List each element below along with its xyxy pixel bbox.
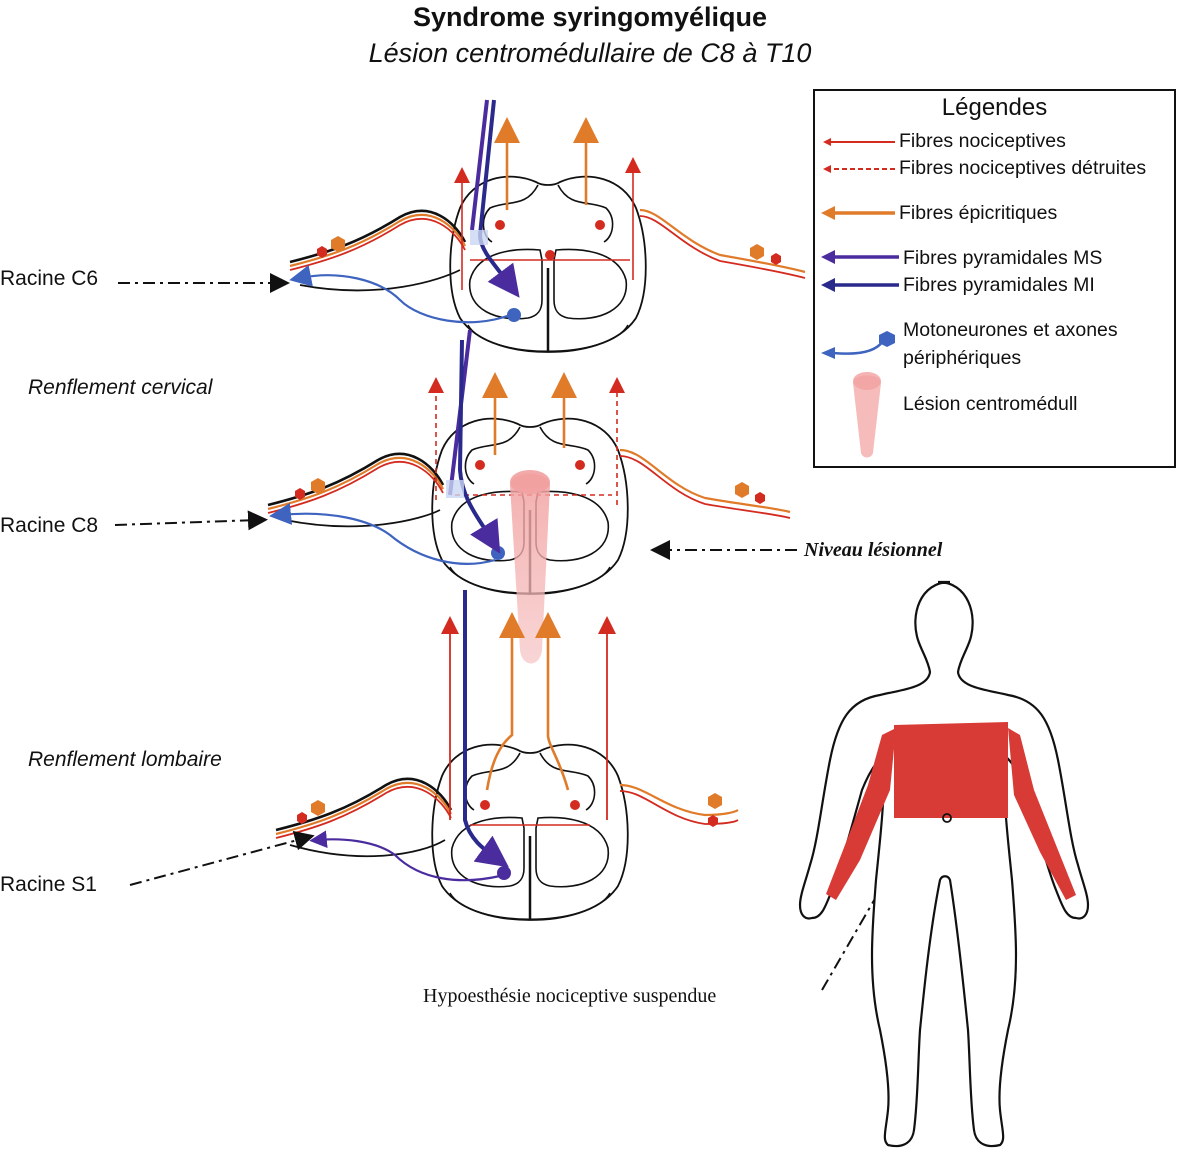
label-hypoesthesie: Hypoesthésie nociceptive suspendue	[423, 985, 717, 1007]
label-racine-s1: Racine S1	[0, 873, 97, 896]
legend-box: Légendes Fibres nociceptives Fibres noci…	[813, 89, 1176, 468]
cord-section-c8	[266, 372, 791, 664]
cord-section-c6	[288, 117, 806, 354]
legend-motor-symbol	[821, 331, 895, 359]
legend-epicritic-symbol	[821, 206, 895, 220]
label-renflement-lombaire: Renflement lombaire	[28, 748, 222, 771]
legend-nociceptive-symbol	[823, 138, 895, 146]
legend-item-motor-peripheral: périphériques	[903, 347, 1022, 369]
ascending-tracts	[441, 612, 616, 820]
label-racine-c8: Racine C8	[0, 514, 99, 537]
legend-lesion-symbol	[853, 372, 881, 458]
pyramidal-tracts	[446, 99, 520, 868]
legend-item-nociceptive: Fibres nociceptives	[899, 130, 1066, 152]
legend-pyramidal-mi-symbol	[821, 278, 899, 292]
legend-item-pyramidal-ms: Fibres pyramidales MS	[903, 247, 1103, 269]
label-niveau-lesionnel: Niveau lésionnel	[804, 539, 943, 561]
legend-item-pyramidal-mi: Fibres pyramidales MI	[903, 274, 1095, 296]
legend-item-lesion: Lésion centromédull	[903, 393, 1078, 415]
diagram-subtitle: Lésion centromédullaire de C8 à T10	[368, 38, 812, 68]
legend-item-nociceptive-destroyed: Fibres nociceptives détruites	[899, 157, 1147, 179]
legend-nociceptive-destroyed-symbol	[823, 165, 895, 173]
legend-item-motor: Motoneurones et axones	[903, 319, 1118, 341]
label-renflement-cervical: Renflement cervical	[28, 376, 213, 399]
body-figure	[798, 580, 1090, 1148]
diagram-title: Syndrome syringomyélique	[412, 2, 768, 32]
legend-symbols	[821, 138, 899, 458]
legend-pyramidal-ms-symbol	[821, 250, 899, 264]
legend-title: Légendes	[941, 94, 1048, 121]
label-racine-c6: Racine C6	[0, 267, 99, 290]
legend-item-epicritic: Fibres épicritiques	[899, 202, 1058, 224]
cord-section-s1	[274, 743, 739, 922]
